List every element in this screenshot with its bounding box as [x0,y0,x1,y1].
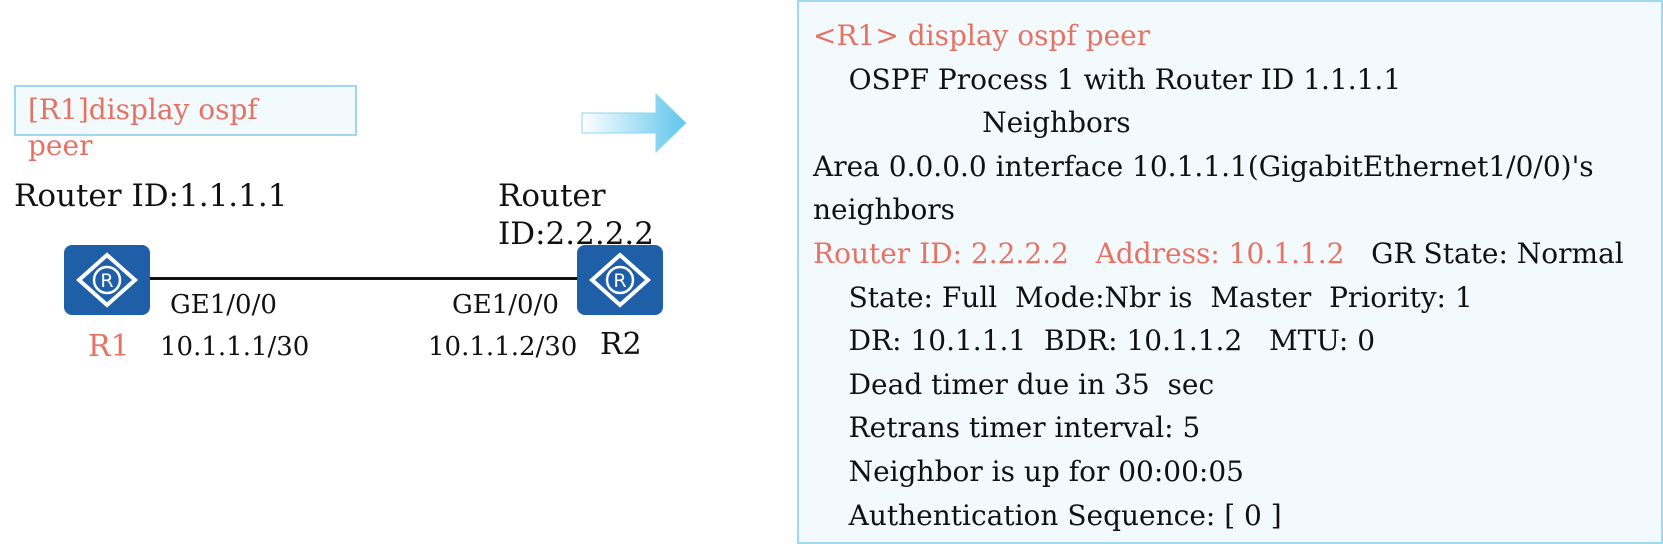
svg-text:R: R [613,270,626,292]
neighbor-router-id: Router ID: 2.2.2.2 [813,236,1069,270]
command-text: [R1]display ospf peer [28,93,258,162]
neighbor-address: Address: 10.1.1.2 [1095,236,1345,270]
link-line [145,277,583,280]
neighbor-id-line: Router ID: 2.2.2.2 Address: 10.1.1.2 GR … [813,232,1647,276]
right-arrow-icon [580,92,690,158]
r1-ip-label: 10.1.1.1/30 [160,332,310,362]
state-line: State: Full Mode:Nbr is Master Priority:… [813,280,1473,314]
retrans-line: Retrans timer interval: 5 [813,411,1201,445]
router-icon: R [577,245,663,315]
r2-ip-label: 10.1.1.2/30 [428,332,578,362]
cli-prompt: <R1> display ospf peer [813,19,1151,52]
gr-state: GR State: Normal [1371,236,1624,270]
command-box [14,85,357,136]
dr-line: DR: 10.1.1.1 BDR: 10.1.1.2 MTU: 0 [813,324,1376,358]
r2-port-label: GE1/0/0 [452,290,559,320]
neighbors-heading: Neighbors [813,106,1131,140]
r1-port-label: GE1/0/0 [170,290,277,320]
r2-router-id: Router ID:2.2.2.2 [498,178,654,252]
r1-router-id: Router ID:1.1.1.1 [14,178,288,214]
r2-name: R2 [600,327,642,362]
area-line-continued: neighbors [813,193,956,227]
area-line: Area 0.0.0.0 interface 10.1.1.1(GigabitE… [813,149,1594,183]
router-icon: R [64,245,150,315]
r1-name: R1 [88,329,130,364]
uptime-line: Neighbor is up for 00:00:05 [813,454,1244,488]
cli-output-panel: <R1> display ospf peer OSPF Process 1 wi… [797,0,1663,544]
auth-line: Authentication Sequence: [ 0 ] [813,498,1282,532]
dead-timer-line: Dead timer due in 35 sec [813,367,1215,401]
process-line: OSPF Process 1 with Router ID 1.1.1.1 [813,62,1402,96]
svg-text:R: R [100,270,113,292]
